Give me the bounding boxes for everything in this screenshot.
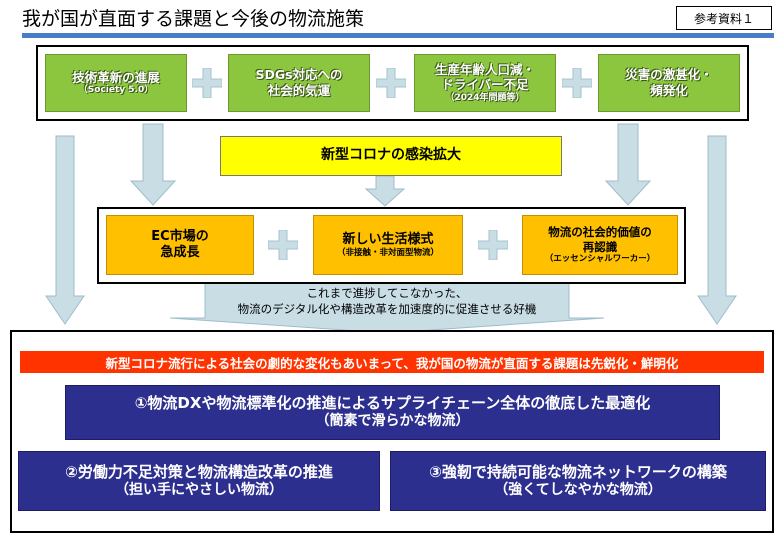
factor-sdgs: SDGs対応への 社会的気運 [228,54,370,112]
factor-label: 技術革新の進展 [72,69,160,85]
plus-icon [562,68,592,98]
policy-label: ①物流DXや物流標準化の推進によるサプライチェーン全体の徹底した最適化 [134,394,651,413]
policy-sub: （担い手にやさしい物流） [115,481,283,498]
policy-sub: （簡素で滑らかな物流） [315,413,470,430]
opportunity-caption: これまで進捗してこなかった、 物流のデジタル化や構造改革を加速度的に促進させる好… [180,286,594,317]
policy-2: ②労働力不足対策と物流構造改革の推進 （担い手にやさしい物流） [18,451,380,511]
down-arrow-icon [364,175,406,207]
title-underline [22,33,774,38]
factor-label: 災害の激甚化・ 頻発化 [625,67,713,98]
policy-1: ①物流DXや物流標準化の推進によるサプライチェーン全体の徹底した最適化 （簡素で… [65,385,720,440]
policy-sub: （強くてしなやかな物流） [494,481,662,498]
plus-icon [268,230,298,260]
factor-social-value: 物流の社会的価値の 再認識 （エッセンシャルワーカー） [522,215,678,275]
reference-label: 参考資料１ [676,6,772,30]
factor-ec-growth: EC市場の 急成長 [106,215,254,275]
policy-label: ②労働力不足対策と物流構造改革の推進 [65,462,333,481]
down-arrow-icon [45,135,85,325]
factor-new-lifestyle: 新しい生活様式 （非接触・非対面型物流） [313,215,463,275]
policy-3: ③強靭で持続可能な物流ネットワークの構築 （強くてしなやかな物流） [390,451,766,511]
down-arrow-icon [169,282,605,334]
factor-label: 新しい生活様式 [342,231,434,247]
plus-icon [478,230,508,260]
factor-label: 物流の社会的価値の 再認識 [548,225,652,254]
factor-disasters: 災害の激甚化・ 頻発化 [598,54,740,112]
page-title: 我が国が直面する課題と今後の物流施策 [22,8,365,30]
factor-sub: （Society 5.0） [78,85,154,96]
factor-labor-shortage: 生産年齢人口減・ ドライバー不足 （2024年問題等） [414,54,556,112]
caption-line-2: 物流のデジタル化や構造改革を加速度的に促進させる好機 [237,301,537,316]
down-arrow-icon [697,135,737,325]
factor-sub: （エッセンシャルワーカー） [544,254,656,265]
factor-label: SDGs対応への 社会的気運 [255,67,343,98]
covid-box: 新型コロナの感染拡大 [220,136,562,176]
down-arrow-icon [604,123,652,206]
factor-sub: （2024年問題等） [445,93,525,103]
plus-icon [376,68,406,98]
factor-label: EC市場の 急成長 [151,228,209,260]
down-arrow-icon [129,123,177,206]
covid-label: 新型コロナの感染拡大 [321,147,461,164]
plus-icon [192,68,222,98]
caption-line-1: これまで進捗してこなかった、 [306,286,468,300]
issue-banner: 新型コロナ流行による社会の劇的な変化もあいまって、我が国の物流が直面する課題は先… [20,351,764,373]
factor-sub: （非接触・非対面型物流） [336,247,439,258]
factor-label: 生産年齢人口減・ ドライバー不足 [434,61,535,93]
policy-label: ③強靭で持続可能な物流ネットワークの構築 [429,462,727,481]
factor-tech-innovation: 技術革新の進展 （Society 5.0） [45,54,187,112]
